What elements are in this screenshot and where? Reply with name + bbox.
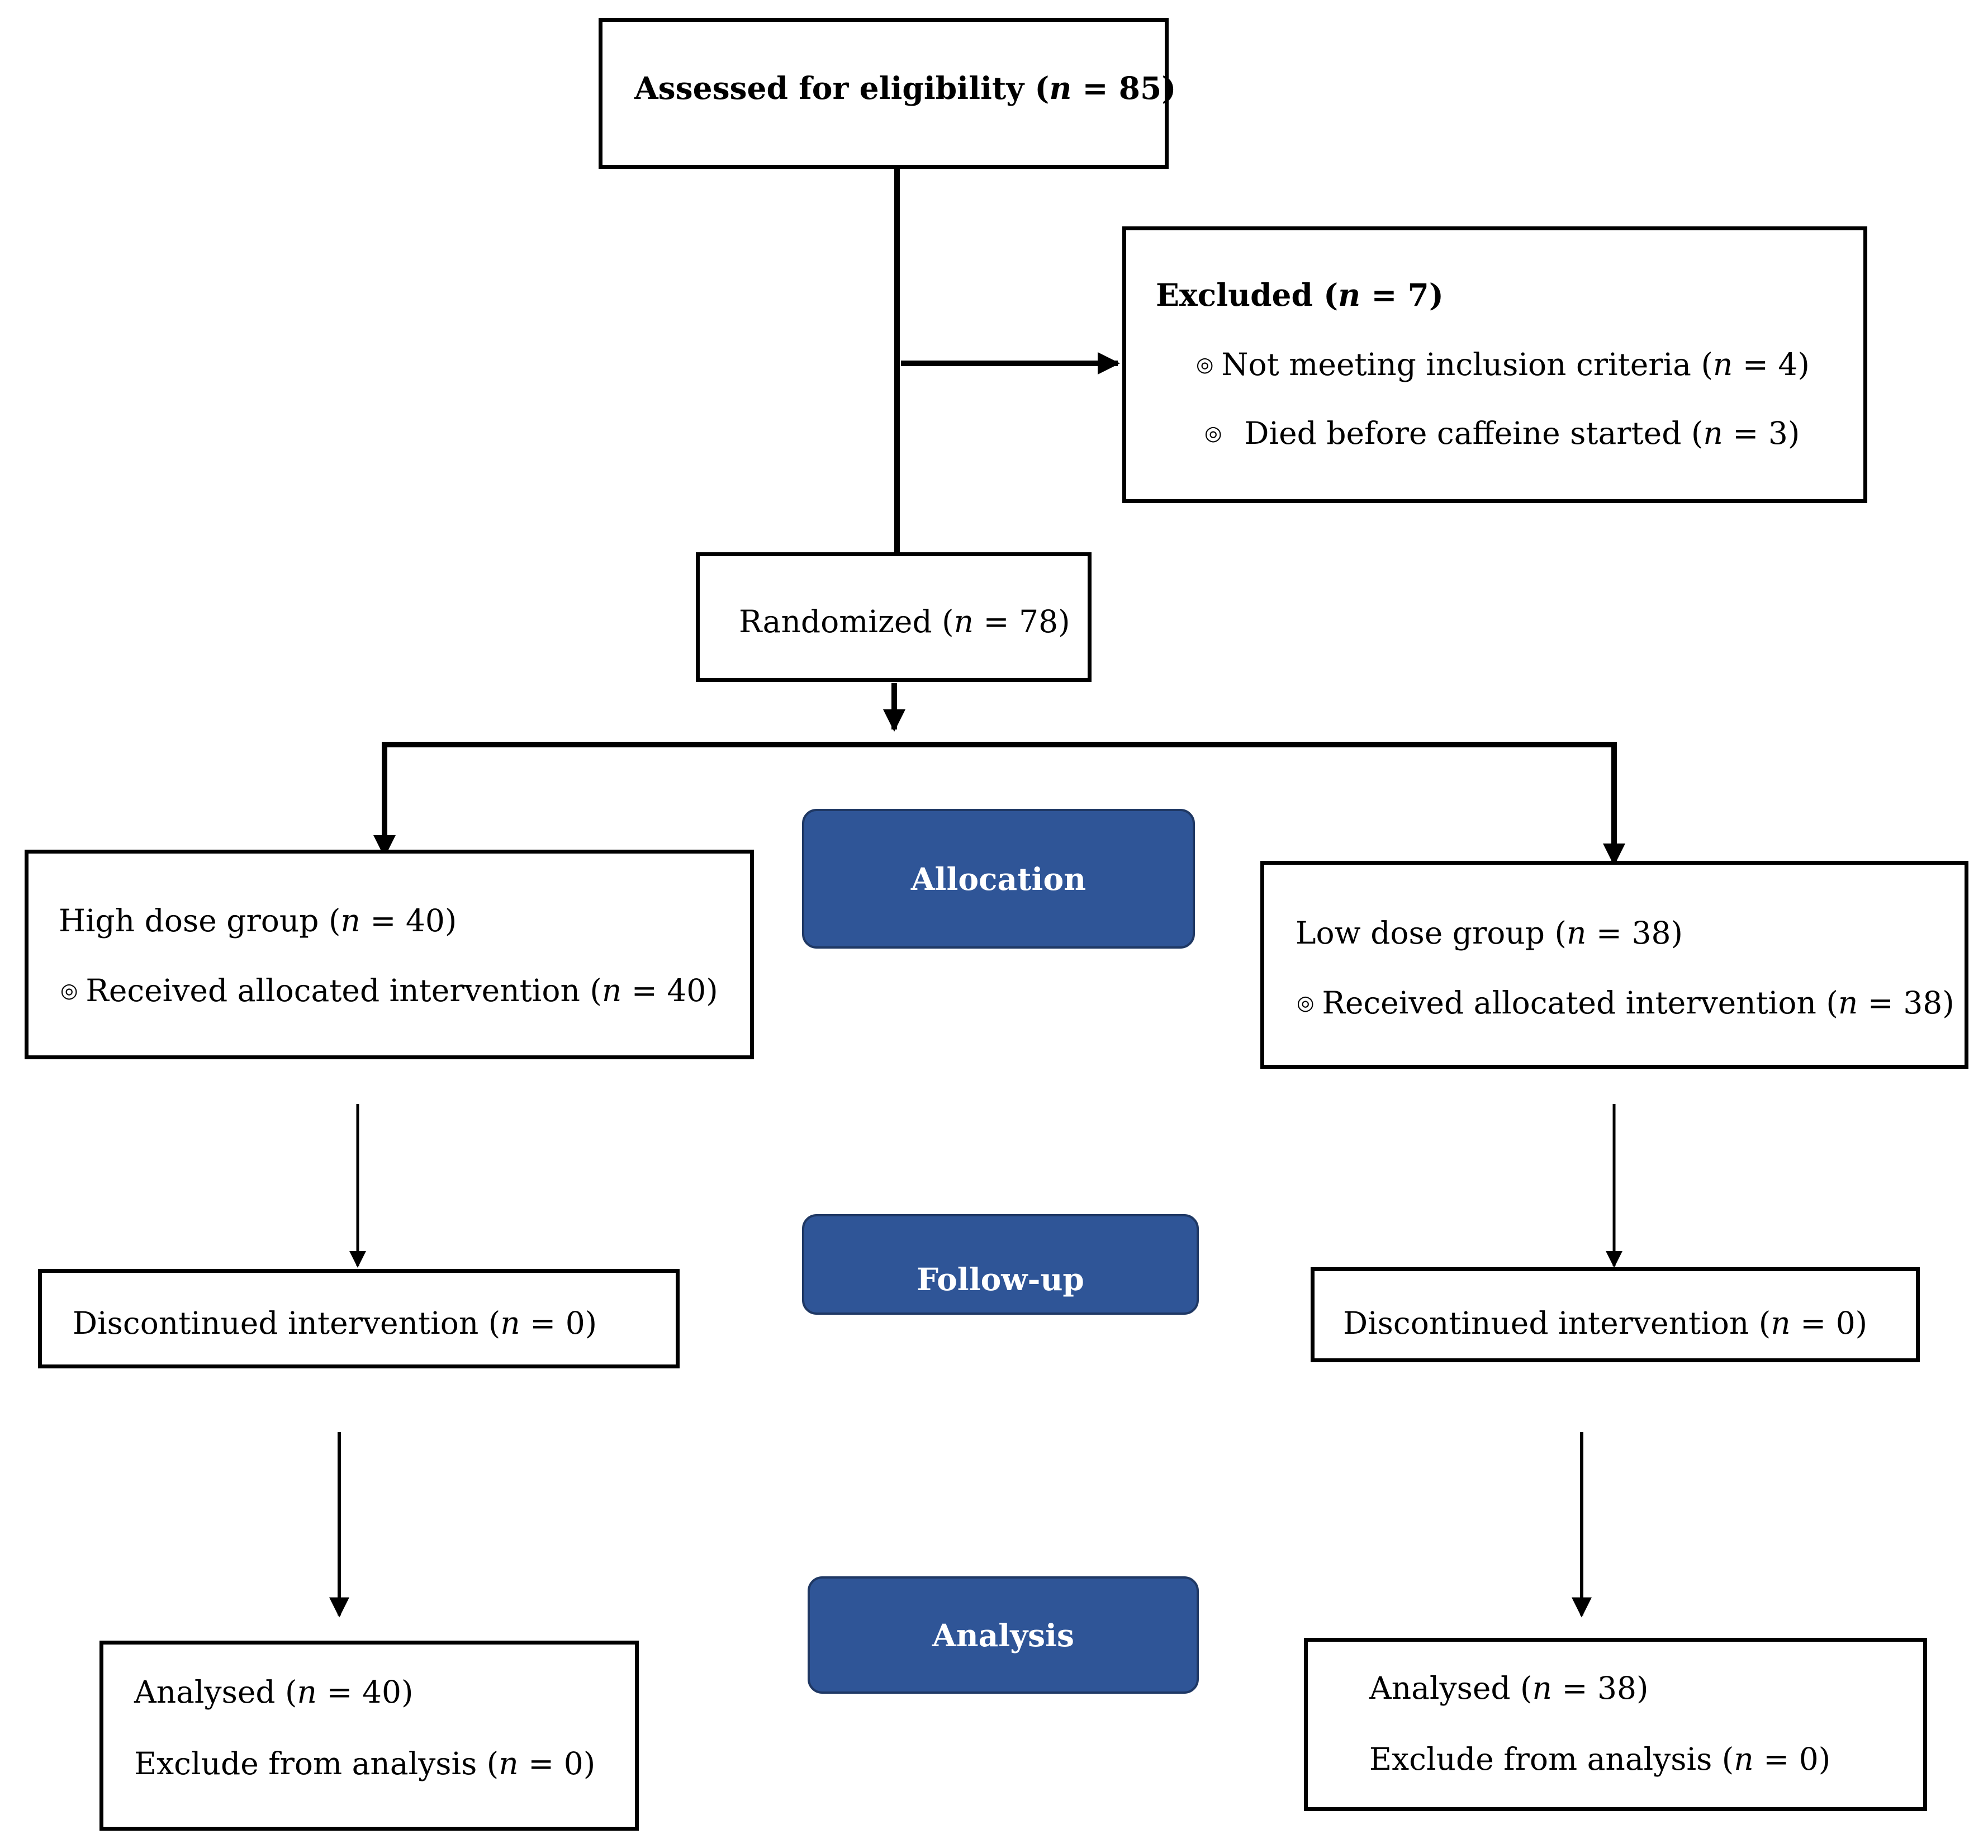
low-discontinued-text: Discontinued intervention (n = 0) bbox=[1343, 1308, 1867, 1339]
low-analysed-label: Analysed ( bbox=[1369, 1670, 1532, 1706]
low-analysed-text: Analysed (n = 38) bbox=[1369, 1673, 1648, 1704]
low-received-text: ◎ Received allocated intervention (n = 38… bbox=[1297, 988, 1954, 1018]
high-discontinued-value: = 0) bbox=[520, 1305, 597, 1341]
assessed-label: Assessed for eligibility ( bbox=[634, 70, 1050, 106]
bullet-icon: ◎ bbox=[60, 979, 78, 1002]
low-analysed-box bbox=[1304, 1638, 1927, 1811]
high-received-text: ◎ Received allocated intervention (n = 40… bbox=[60, 975, 718, 1006]
high-exclude-analysis-value: = 0) bbox=[518, 1746, 596, 1781]
high-discontinued-box bbox=[38, 1269, 680, 1368]
excluded-item-criteria: ◎ Not meeting inclusion criteria (n = 4) bbox=[1196, 349, 1810, 380]
low-analysed-n: n bbox=[1532, 1670, 1552, 1706]
low-discontinued-value: = 0) bbox=[1790, 1305, 1868, 1341]
low-exclude-analysis-label: Exclude from analysis ( bbox=[1369, 1741, 1734, 1777]
bullet-icon: ◎ bbox=[1297, 992, 1315, 1015]
assessed-n: n bbox=[1049, 70, 1072, 106]
low-received-n: n bbox=[1838, 985, 1858, 1021]
high-analysed-n: n bbox=[297, 1674, 317, 1710]
randomized-box bbox=[696, 552, 1092, 682]
randomized-n: n bbox=[953, 604, 974, 639]
excluded-item-label: Died before caffeine started ( bbox=[1244, 415, 1704, 451]
excluded-item-label: Not meeting inclusion criteria ( bbox=[1221, 347, 1713, 382]
excluded-item-n: n bbox=[1712, 347, 1733, 382]
high-group-label: High dose group ( bbox=[59, 903, 341, 939]
excluded-box bbox=[1122, 226, 1867, 503]
excluded-item-value: = 3) bbox=[1723, 415, 1800, 451]
bullet-icon: ◎ bbox=[1204, 422, 1222, 445]
high-exclude-analysis-text: Exclude from analysis (n = 0) bbox=[134, 1749, 595, 1779]
low-group-value: = 38) bbox=[1586, 915, 1683, 951]
high-discontinued-label: Discontinued intervention ( bbox=[73, 1305, 501, 1341]
high-exclude-analysis-n: n bbox=[499, 1746, 519, 1781]
low-group-n: n bbox=[1566, 915, 1587, 951]
stage-analysis: Analysis bbox=[808, 1576, 1199, 1694]
low-exclude-analysis-text: Exclude from analysis (n = 0) bbox=[1369, 1744, 1830, 1775]
assessed-value: = 85) bbox=[1071, 70, 1176, 106]
low-group-box bbox=[1260, 861, 1968, 1069]
excluded-value: = 7) bbox=[1360, 277, 1444, 313]
low-group-label: Low dose group ( bbox=[1296, 915, 1567, 951]
excluded-item-n: n bbox=[1703, 415, 1723, 451]
low-exclude-analysis-value: = 0) bbox=[1753, 1741, 1831, 1777]
randomized-label: Randomized ( bbox=[739, 604, 954, 639]
high-received-label: Received allocated intervention ( bbox=[86, 973, 602, 1008]
excluded-item-died: ◎ Died before caffeine started (n = 3) bbox=[1204, 418, 1800, 449]
high-group-text: High dose group (n = 40) bbox=[59, 906, 457, 936]
low-discontinued-n: n bbox=[1771, 1305, 1791, 1341]
excluded-n: n bbox=[1338, 277, 1361, 313]
high-received-value: = 40) bbox=[621, 973, 718, 1008]
high-group-value: = 40) bbox=[360, 903, 457, 939]
randomized-value: = 78) bbox=[974, 604, 1070, 639]
high-analysed-text: Analysed (n = 40) bbox=[134, 1677, 413, 1708]
split-line bbox=[382, 742, 1617, 861]
low-received-value: = 38) bbox=[1858, 985, 1954, 1021]
high-analysed-box bbox=[99, 1641, 639, 1831]
low-received-label: Received allocated intervention ( bbox=[1322, 985, 1838, 1021]
low-discontinued-label: Discontinued intervention ( bbox=[1343, 1305, 1771, 1341]
low-analysed-value: = 38) bbox=[1552, 1670, 1649, 1706]
low-exclude-analysis-n: n bbox=[1734, 1741, 1754, 1777]
high-exclude-analysis-label: Exclude from analysis ( bbox=[134, 1746, 499, 1781]
randomized-text: Randomized (n = 78) bbox=[739, 606, 1070, 637]
high-received-n: n bbox=[601, 973, 622, 1008]
excluded-label: Excluded ( bbox=[1156, 277, 1339, 313]
assessed-box bbox=[599, 18, 1169, 169]
high-discontinued-text: Discontinued intervention (n = 0) bbox=[73, 1308, 597, 1339]
stage-allocation: Allocation bbox=[802, 809, 1195, 949]
high-analysed-value: = 40) bbox=[316, 1674, 414, 1710]
assessed-text: Assessed for eligibility (n = 85) bbox=[634, 73, 1176, 103]
high-discontinued-n: n bbox=[500, 1305, 520, 1341]
bullet-icon: ◎ bbox=[1196, 353, 1214, 376]
high-analysed-label: Analysed ( bbox=[134, 1674, 297, 1710]
excluded-heading: Excluded (n = 7) bbox=[1156, 279, 1444, 310]
stage-followup: Follow-up bbox=[802, 1214, 1199, 1315]
low-discontinued-box bbox=[1311, 1267, 1920, 1362]
excluded-item-value: = 4) bbox=[1733, 347, 1810, 382]
high-group-n: n bbox=[340, 903, 360, 939]
low-group-text: Low dose group (n = 38) bbox=[1296, 918, 1683, 949]
high-group-box bbox=[25, 850, 754, 1059]
